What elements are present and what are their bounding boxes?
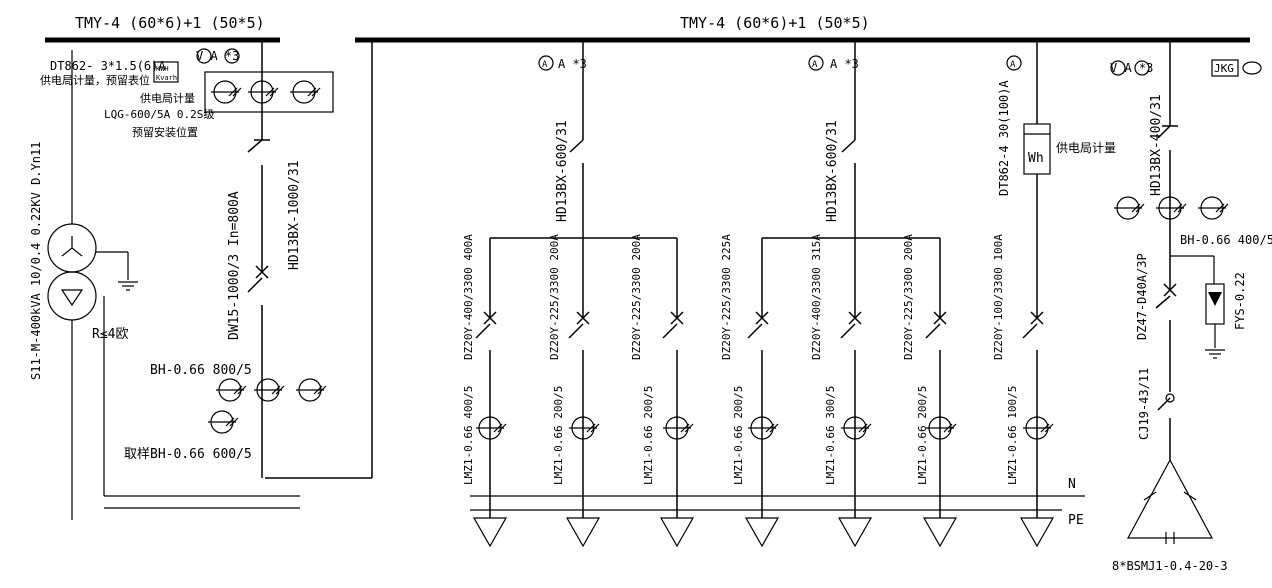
- group1-meters-label: A *3: [558, 57, 587, 71]
- arrester-label: FYS-0.22: [1233, 272, 1247, 330]
- feeder-6: A Wh 供电局计量 DT862-4 30(100)A DZ20Y-100/33…: [992, 40, 1116, 547]
- feeder-2: DZ20Y-225/3300 200A LMZ1-0.66 200/5: [630, 234, 694, 547]
- feeder-5: DZ20Y-225/3300 200A LMZ1-0.66 200/5: [902, 234, 957, 547]
- group2-switch-label: HD13BX-600/31: [825, 120, 840, 222]
- feeder-4-breaker: DZ20Y-400/3300 315A: [810, 234, 823, 360]
- kwh-box: KWH: [156, 65, 169, 73]
- feeder-2-breaker: DZ20Y-225/3300 200A: [630, 234, 643, 360]
- feeder-6-breaker: DZ20Y-100/3300 100A: [992, 234, 1005, 360]
- transformer-label: S11-M-400kVA 10/0.4 0.22KV D.Yn11: [29, 142, 43, 380]
- pe-label: PE: [1068, 513, 1084, 528]
- grounding-label: R≤4欧: [92, 327, 128, 342]
- meter-note-2: 供电局计量，预留表位: [40, 73, 150, 87]
- cap-switch-label: HD13BX-400/31: [1149, 94, 1164, 196]
- feeder-0-ct: LMZ1-0.66 400/5: [462, 386, 475, 485]
- feeder-1: DZ20Y-225/3300 200A LMZ1-0.66 200/5: [548, 234, 600, 547]
- bus-right-label: TMY-4 (60*6)+1 (50*5): [680, 14, 870, 32]
- reserved-ct-box: [204, 71, 334, 113]
- feeder-0-breaker: DZ20Y-400/3300 400A: [462, 234, 475, 360]
- feeder-0: DZ20Y-400/3300 400A LMZ1-0.66 400/5: [462, 234, 507, 547]
- feeder-5-breaker: DZ20Y-225/3300 200A: [902, 234, 915, 360]
- neutral-label: N: [1068, 477, 1076, 492]
- jkg-label: JKG: [1214, 62, 1234, 75]
- svg-text:A: A: [542, 60, 548, 70]
- feeder-1-ct: LMZ1-0.66 200/5: [552, 386, 565, 485]
- incoming-sample-ct-label: 取样BH-0.66 600/5: [124, 447, 252, 462]
- svg-text:A: A: [812, 60, 818, 70]
- feeder-5-ct: LMZ1-0.66 200/5: [916, 386, 929, 485]
- incoming-meters-label: V A *3: [196, 49, 239, 63]
- group2-meters-label: A *3: [830, 57, 859, 71]
- cap-breaker-label: DZ47-D40A/3P: [1135, 253, 1149, 340]
- incoming-breaker-label: DW15-1000/3 In=800A: [227, 191, 242, 340]
- ct-note: LQG-600/5A 0.2S级: [104, 108, 214, 121]
- cap-ct-label: BH-0.66 400/5: [1180, 233, 1272, 247]
- feeder-2-ct: LMZ1-0.66 200/5: [642, 386, 655, 485]
- metered-meter-label: DT862-4 30(100)A: [997, 80, 1011, 196]
- wh-label: Wh: [1028, 151, 1044, 166]
- cap-meters-label: V A *3: [1110, 61, 1153, 75]
- feeder-6-ct: LMZ1-0.66 100/5: [1006, 386, 1019, 485]
- meter-note-1: DT862- 3*1.5(6)A: [50, 59, 166, 73]
- feeder-3: DZ20Y-225/3300 225A LMZ1-0.66 200/5: [720, 234, 779, 547]
- feeder-3-breaker: DZ20Y-225/3300 225A: [720, 234, 733, 360]
- supply-note: 供电局计量: [140, 91, 195, 105]
- feeder-4-ct: LMZ1-0.66 300/5: [824, 386, 837, 485]
- feeder-1-breaker: DZ20Y-225/3300 200A: [548, 234, 561, 360]
- transformer-symbol: [47, 223, 97, 321]
- reserve-note: 预留安装位置: [132, 125, 198, 139]
- metered-note: 供电局计量: [1056, 141, 1116, 155]
- feeder-3-ct: LMZ1-0.66 200/5: [732, 386, 745, 485]
- svg-text:A: A: [1010, 60, 1016, 70]
- group1-switch-label: HD13BX-600/31: [555, 120, 570, 222]
- incoming-ct-label: BH-0.66 800/5: [150, 363, 252, 378]
- feeder-4: DZ20Y-400/3300 315A LMZ1-0.66 300/5: [810, 234, 872, 547]
- capacitor-delta: [1126, 458, 1214, 539]
- contactor-label: CJ19-43/11: [1137, 368, 1151, 440]
- bus-left-label: TMY-4 (60*6)+1 (50*5): [75, 14, 265, 32]
- incoming-switch-label: HD13BX-1000/31: [287, 160, 302, 270]
- wh-meter-box: [1023, 123, 1051, 175]
- capacitor-label: 8*BSMJ1-0.4-20-3: [1112, 559, 1228, 573]
- svg-text:Kvarh: Kvarh: [156, 74, 177, 82]
